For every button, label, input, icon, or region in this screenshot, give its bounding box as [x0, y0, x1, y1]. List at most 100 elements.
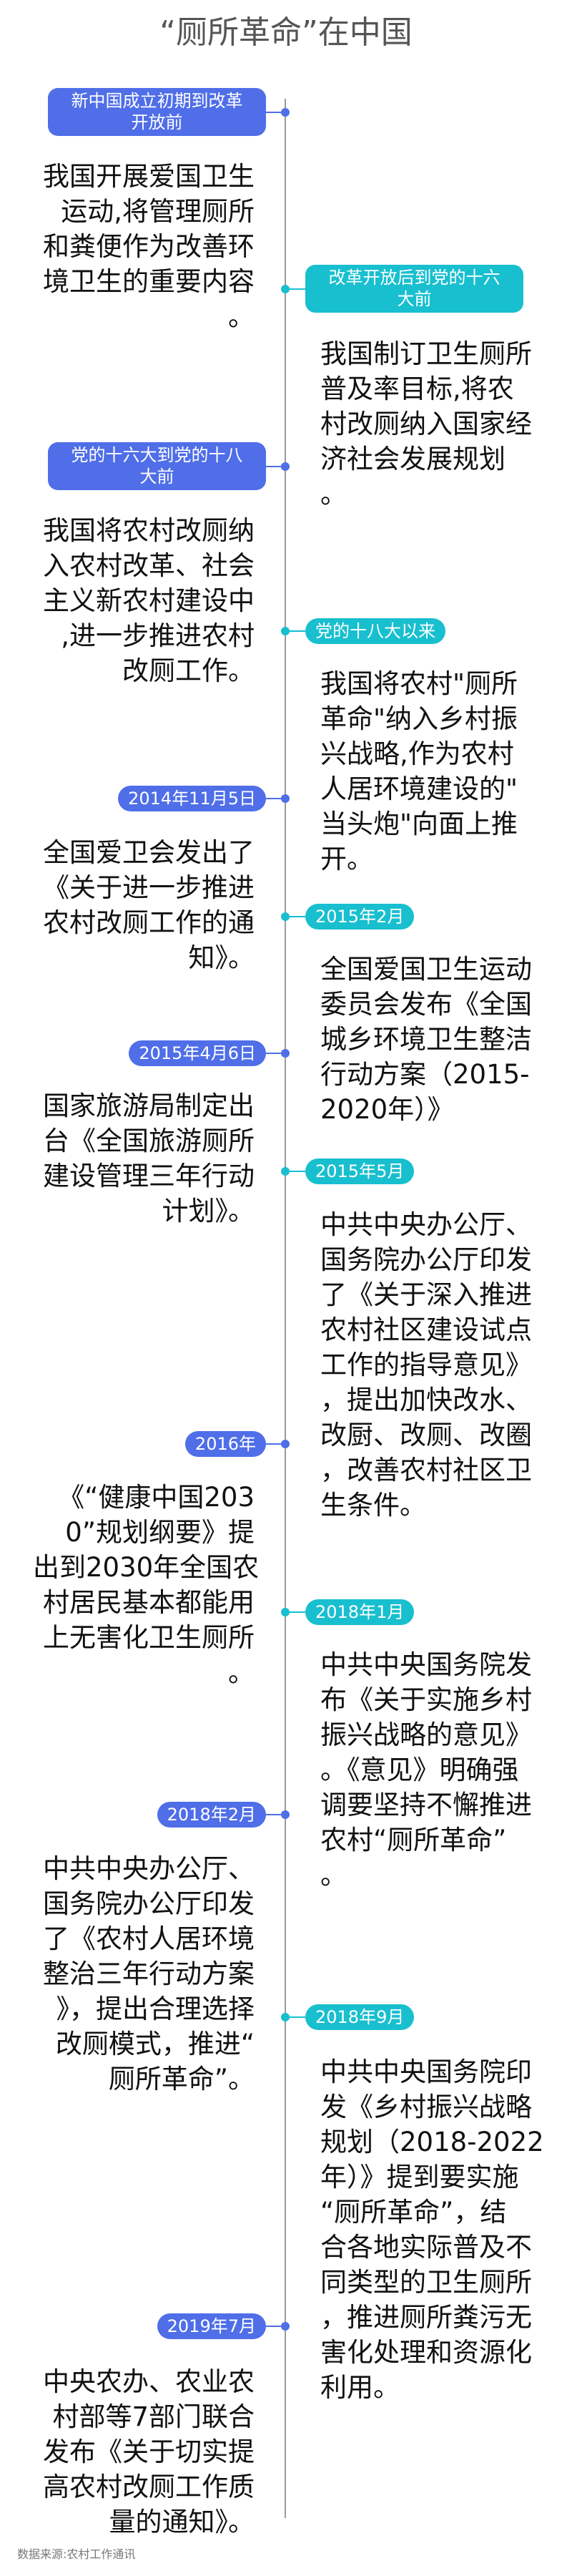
event-description-line: 人居环境建设的" — [320, 774, 518, 804]
timeline-axis — [285, 99, 286, 2518]
event-description-line: 中共中央办公厅、 — [320, 1209, 532, 1240]
source-note: 数据来源:农村工作通讯 — [17, 2547, 136, 2561]
event-description: 中共中央国务院发布《关于实施乡村振兴战略的意见》。《意见》明确强调要坚持不懈推进… — [320, 1647, 542, 1893]
event-description-line: 同类型的卫生厕所 — [320, 2267, 532, 2298]
event-description-line: 。《意见》明确强 — [320, 1755, 519, 1785]
timeline-connector — [266, 465, 286, 467]
event-description-line: 当头炮"向面上推 — [320, 809, 518, 839]
event-date-label: 2019年7月 — [157, 2313, 266, 2339]
event-date-label: 党的十八大以来 — [305, 618, 445, 644]
event-description-line: 村居民基本都能用 — [43, 1587, 255, 1618]
event-date-label: 2014年11月5日 — [118, 786, 266, 811]
event-description: 中共中央办公厅、国务院办公厅印发了《农村人居环境整治三年行动方案》，提出合理选择… — [33, 1851, 255, 2097]
timeline-connector — [266, 111, 286, 113]
event-description-line: 农村“厕所革命” — [320, 1825, 507, 1855]
event-description-line: 我国将农村改厕纳 — [43, 515, 255, 546]
event-description-line: 《“健康中国203 — [58, 1482, 255, 1513]
event-description-line: 农村社区建设试点 — [320, 1314, 532, 1345]
event-description-line: 村部等7部门联合 — [52, 2401, 255, 2432]
event-description-line: 整治三年行动方案 — [43, 1958, 255, 1989]
event-description-line: 国务院办公厅印发 — [43, 1888, 255, 1919]
event-description-line: 城乡环境卫生整洁 — [320, 1024, 532, 1055]
event-description-line: 全国爱卫会发出了 — [43, 837, 255, 868]
timeline-connector — [285, 1171, 305, 1172]
event-description-line: 村改厕纳入国家经 — [320, 409, 532, 439]
timeline-connector — [285, 916, 305, 917]
event-description-line: 工作的指导意见》 — [320, 1350, 532, 1380]
event-description-line: 我国开展爱国卫生 — [43, 161, 255, 192]
event-description-line: 农村改厕工作的通 — [43, 907, 255, 938]
event-description-line: 改厕工作。 — [122, 655, 255, 686]
event-description-line: 规划（2018-2022 — [320, 2127, 544, 2157]
event-description-line: 年）》提到要实施 — [320, 2162, 519, 2192]
timeline-connector — [266, 1814, 286, 1815]
event-description: 我国将农村改厕纳入农村改革、社会主义新农村建设中 ,进一步推进农村改厕工作。 — [33, 513, 255, 688]
event-description-line: 发布《关于切实提 — [43, 2436, 255, 2467]
event-description-line: 。 — [320, 479, 347, 509]
event-description-line: 兴战略,作为农村 — [320, 738, 514, 769]
event-description-line: 发《乡村振兴战略 — [320, 2092, 532, 2122]
event-description: 我国将农村"厕所革命"纳入乡村振兴战略,作为农村人居环境建设的" 当头炮"向面上推… — [320, 666, 542, 877]
event-description-line: 布《关于实施乡村 — [320, 1684, 532, 1715]
event-description-line: 出到2030年全国农 — [33, 1552, 260, 1583]
event-description-line: ,进一步推进农村 — [61, 620, 255, 651]
page-title: “厕所革命”在中国 — [159, 14, 413, 51]
event-description-line: 普及率目标,将农 — [320, 374, 514, 404]
event-description: 国家旅游局制定出台《全国旅游厕所建设管理三年行动计划》。 — [33, 1088, 255, 1229]
event-description-line: 高农村改厕工作质 — [43, 2472, 255, 2502]
event-description-line: 委员会发布《全国 — [320, 989, 532, 1020]
event-date-label: 2015年2月 — [305, 904, 415, 930]
event-description-line: 中共中央国务院发 — [320, 1649, 532, 1680]
event-description-line: ，推进厕所粪污无 — [320, 2302, 532, 2333]
event-description-line: 调要坚持不懈推进 — [320, 1790, 532, 1820]
event-description-line: 中共中央国务院印 — [320, 2057, 532, 2087]
timeline-connector — [266, 798, 286, 799]
event-date-label: 2016年 — [184, 1431, 266, 1457]
timeline-connector — [285, 2016, 305, 2018]
event-description-line: 厕所革命”。 — [108, 2064, 255, 2094]
event-date-label: 2018年1月 — [305, 1599, 415, 1625]
event-description-line: 量的通知》。 — [109, 2507, 255, 2537]
event-description-line: 。 — [228, 1657, 255, 1688]
event-date-label: 2015年5月 — [305, 1158, 415, 1184]
event-description-line: 合各地实际普及不 — [320, 2232, 532, 2263]
event-date-label: 2015年4月6日 — [129, 1040, 266, 1066]
event-description-line: 了《关于深入推进 — [320, 1279, 532, 1310]
event-description-line: 国务院办公厅印发 — [320, 1244, 532, 1275]
event-date-label: 新中国成立初期到改革开放前 — [48, 88, 266, 136]
event-description-line: ，提出加快改水、 — [320, 1385, 532, 1415]
event-description-line: 建设管理三年行动 — [43, 1161, 255, 1191]
event-date-label: 党的十六大到党的十八大前 — [48, 442, 266, 490]
event-description-line: 》，提出合理选择 — [56, 1994, 255, 2024]
event-description-line: 台《全国旅游厕所 — [43, 1126, 255, 1156]
event-description-line: 革命"纳入乡村振 — [320, 703, 518, 734]
event-description-line: 我国将农村"厕所 — [320, 668, 518, 699]
event-description-line: 2020年）》 — [320, 1094, 454, 1125]
event-description-line: 中央农办、农业农 — [43, 2366, 255, 2397]
event-description-line: 主义新农村建设中 — [43, 585, 255, 616]
event-description-line: 振兴战略的意见》 — [320, 1719, 532, 1750]
event-description-line: 入农村改革、社会 — [43, 550, 255, 581]
event-description-line: 利用。 — [320, 2372, 400, 2403]
event-description: 中央农办、农业农村部等7部门联合发布《关于切实提高农村改厕工作质量的通知》。 — [33, 2364, 255, 2540]
event-description-line: 。 — [320, 1860, 347, 1890]
event-description-line: 行动方案（2015- — [320, 1059, 530, 1090]
event-description-line: 了《农村人居环境 — [43, 1923, 255, 1954]
event-description-line: 运动,将管理厕所 — [61, 196, 255, 227]
event-description-line: 害化处理和资源化 — [320, 2337, 532, 2368]
event-description: 全国爱国卫生运动委员会发布《全国城乡环境卫生整洁行动方案（2015-2020年）… — [320, 952, 542, 1127]
timeline-connector — [285, 288, 305, 290]
event-description: 中共中央办公厅、国务院办公厅印发了《关于深入推进农村社区建设试点工作的指导意见》… — [320, 1207, 542, 1523]
event-description-line: 《关于进一步推进 — [43, 872, 255, 903]
event-description-line: 改厕模式，推进“ — [55, 2029, 255, 2059]
event-description-line: 。 — [228, 301, 255, 332]
event-date-label: 2018年2月 — [157, 1802, 266, 1828]
event-description-line: 济社会发展规划 — [320, 444, 506, 474]
event-description-line: 计划》。 — [162, 1196, 255, 1226]
timeline-connector — [285, 630, 305, 632]
timeline-connector — [266, 1053, 286, 1054]
event-description: 我国制订卫生厕所普及率目标,将农村改厕纳入国家经济社会发展规划。 — [320, 336, 542, 512]
timeline-connector — [285, 1611, 305, 1613]
